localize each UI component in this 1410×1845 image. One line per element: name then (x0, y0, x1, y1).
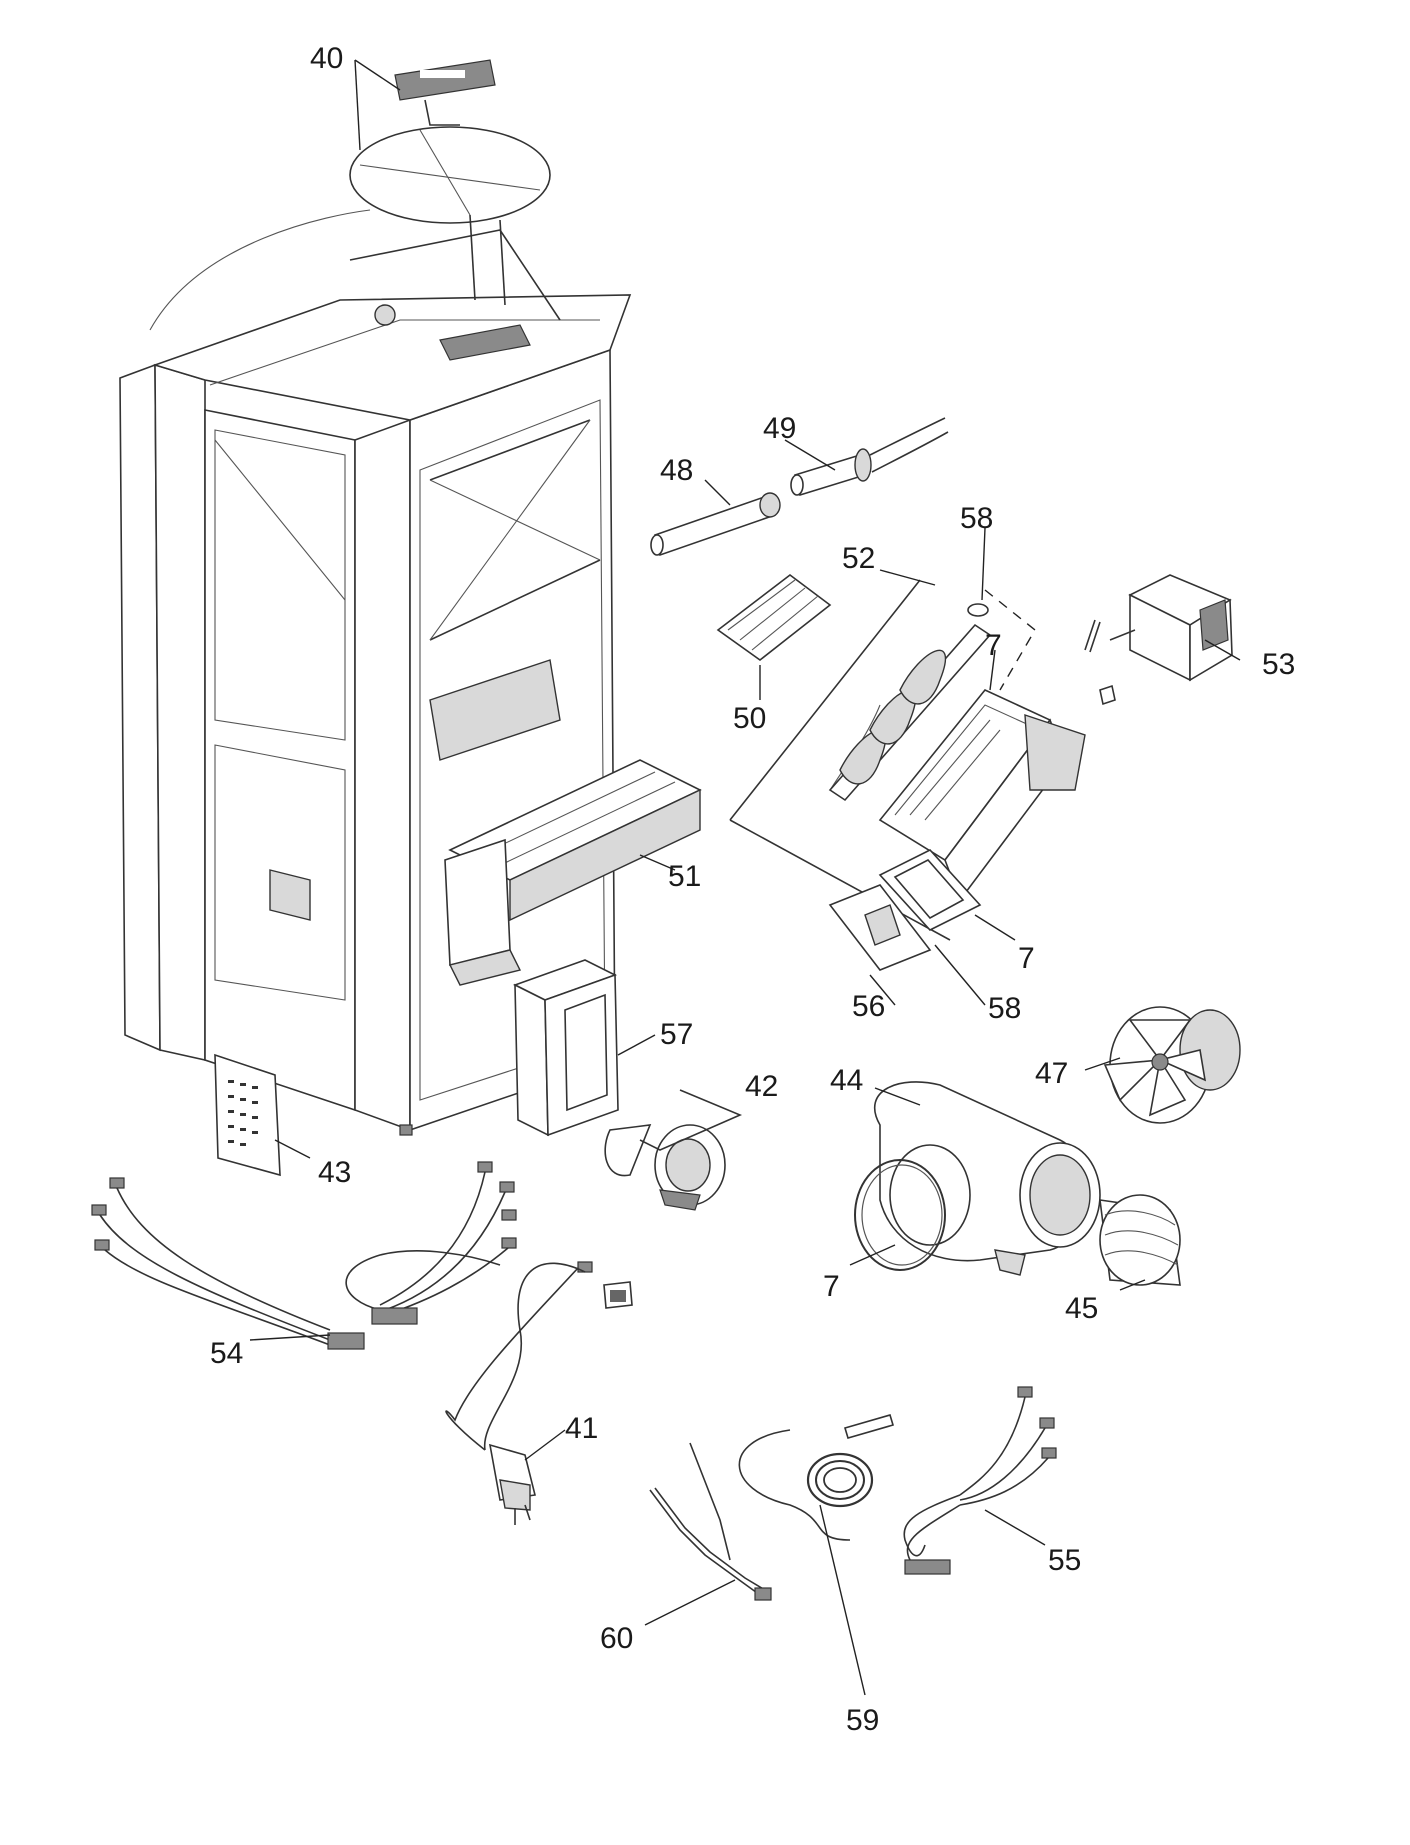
part-label-51: 51 (668, 860, 701, 893)
part-label-58-top: 58 (960, 502, 993, 535)
part-label-43: 43 (318, 1156, 351, 1189)
part-label-40: 40 (310, 42, 343, 75)
part-label-60: 60 (600, 1622, 633, 1655)
part-label-56: 56 (852, 990, 885, 1023)
part-label-52: 52 (842, 542, 875, 575)
power-cable (445, 1261, 633, 1525)
part-label-7-middle: 7 (1018, 942, 1035, 975)
exhaust-fan (1103, 1006, 1241, 1124)
control-board (214, 1053, 281, 1177)
part-label-42: 42 (745, 1070, 778, 1103)
part-label-49: 49 (763, 412, 796, 445)
temperature-sensors (649, 1414, 894, 1601)
part-label-59: 59 (846, 1704, 879, 1737)
deflector-plate (716, 573, 832, 661)
part-label-7-top: 7 (985, 629, 1002, 662)
part-label-45: 45 (1065, 1292, 1098, 1325)
part-label-47: 47 (1035, 1057, 1068, 1090)
wiring-harness-right (903, 1386, 1057, 1575)
part-label-55: 55 (1048, 1544, 1081, 1577)
fan-housing (854, 1081, 1181, 1286)
part-label-54: 54 (210, 1337, 243, 1370)
cleaning-rods (650, 417, 949, 557)
part-label-57: 57 (660, 1018, 693, 1051)
igniter-and-pressure-switch (604, 1089, 743, 1211)
part-label-44: 44 (830, 1064, 863, 1097)
heat-exchanger-assembly (444, 759, 702, 986)
auger-assembly (729, 574, 1233, 971)
part-label-48: 48 (660, 454, 693, 487)
part-label-7-bottom: 7 (823, 1270, 840, 1303)
part-number-labels: 40 49 48 58 52 7 53 50 51 7 56 58 57 42 … (210, 42, 1295, 1737)
electronic-box (512, 959, 619, 1137)
part-label-53: 53 (1262, 648, 1295, 681)
leader-lines (249, 59, 1241, 1696)
part-label-41: 41 (565, 1412, 598, 1445)
part-label-50: 50 (733, 702, 766, 735)
part-label-58-bottom: 58 (988, 992, 1021, 1025)
wiring-harness-left (91, 1161, 517, 1350)
